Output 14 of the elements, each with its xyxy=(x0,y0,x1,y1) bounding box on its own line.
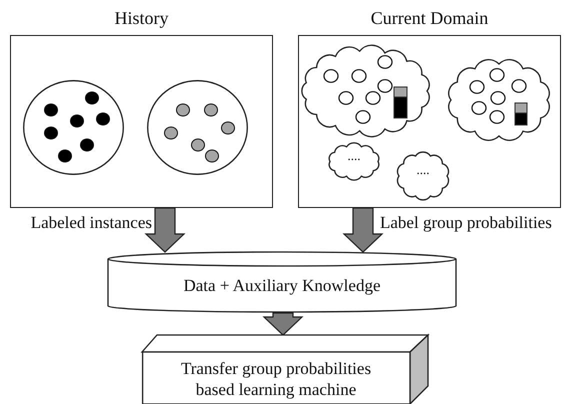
edge-label: Label group probabilities xyxy=(380,213,552,234)
node-text: Data + Auxiliary Knowledge xyxy=(183,275,380,296)
block-arrow xyxy=(262,312,304,336)
block-arrow xyxy=(144,207,186,253)
ellipsis-text: .... xyxy=(348,148,360,164)
group-circle xyxy=(23,80,124,175)
node-text: Transfer group probabilities based learning machine xyxy=(180,358,372,400)
ellipsis-text: .... xyxy=(416,162,430,178)
panel-title: History xyxy=(114,8,168,29)
cloud-shape xyxy=(299,45,433,137)
panel-title: Current Domain xyxy=(370,8,488,29)
group-circle xyxy=(147,80,248,175)
block-arrow xyxy=(342,207,384,253)
cloud-shape xyxy=(445,58,553,142)
